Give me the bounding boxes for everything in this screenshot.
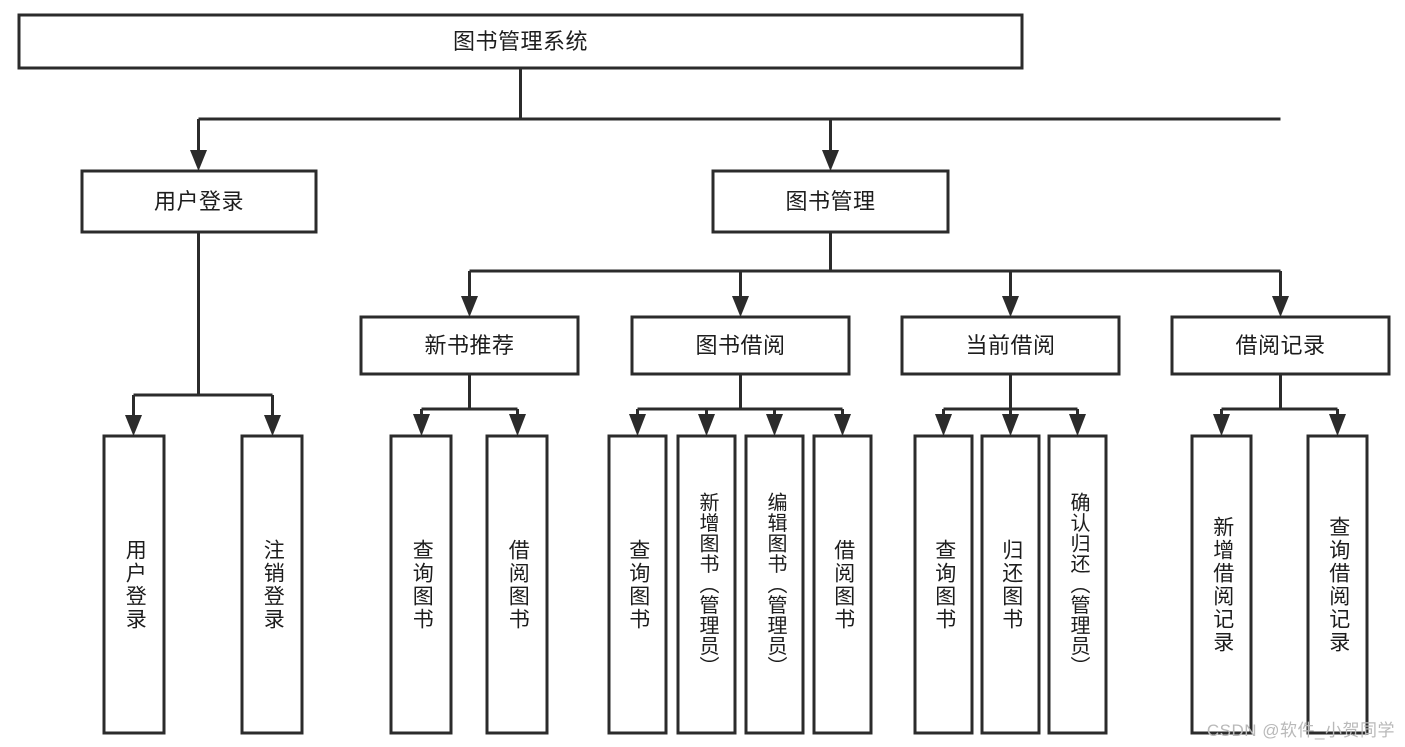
arrow-head-leaf-borrow-book-2 (834, 414, 851, 436)
arrow-head-book-management (822, 150, 839, 171)
node-box-leaf-return-book[interactable] (980, 434, 1041, 735)
node-box-leaf-query-book-3[interactable] (913, 434, 974, 735)
node-box-leaf-confirm-return[interactable] (1047, 434, 1108, 735)
node-box-borrow-record[interactable] (1170, 315, 1391, 376)
arrow-head-leaf-add-record (1213, 414, 1230, 436)
node-box-new-book-recommend[interactable] (359, 315, 580, 376)
connector-current-borrow-to-leaves (935, 374, 1086, 436)
connector-new-book-recommend-to-leaves (413, 374, 526, 436)
arrow-head-leaf-user-login (125, 415, 142, 436)
arrow-head-borrow-record (1272, 296, 1289, 317)
node-box-leaf-user-login[interactable] (102, 434, 166, 735)
arrow-head-leaf-confirm-return (1069, 414, 1086, 436)
connector-borrow-record-to-leaves (1213, 374, 1346, 436)
connector-root-to-level2 (190, 68, 1281, 171)
arrow-head-user-login (190, 150, 207, 171)
node-box-leaf-query-book-2[interactable] (607, 434, 668, 735)
node-box-leaf-edit-book[interactable] (744, 434, 805, 735)
connector-book-management-to-level3 (461, 232, 1289, 317)
node-box-book-management[interactable] (711, 169, 950, 234)
node-box-leaf-borrow-book-1[interactable] (485, 434, 549, 735)
node-box-book-borrow[interactable] (630, 315, 851, 376)
arrow-head-leaf-query-record (1329, 414, 1346, 436)
node-box-current-borrow[interactable] (900, 315, 1121, 376)
node-box-leaf-query-record[interactable] (1306, 434, 1369, 735)
arrow-head-current-borrow (1002, 296, 1019, 317)
arrow-head-leaf-user-logout (264, 415, 281, 436)
arrow-head-leaf-query-book-1 (413, 414, 430, 436)
node-box-leaf-query-book-1[interactable] (389, 434, 453, 735)
arrow-head-leaf-add-book (698, 414, 715, 436)
arrow-head-book-borrow (732, 296, 749, 317)
node-box-leaf-borrow-book-2[interactable] (812, 434, 873, 735)
connector-book-borrow-to-leaves (629, 374, 851, 436)
arrow-head-leaf-query-book-3 (935, 414, 952, 436)
node-box-root[interactable] (17, 13, 1024, 70)
arrow-head-new-book-recommend (461, 296, 478, 317)
arrow-head-leaf-return-book (1002, 414, 1019, 436)
node-box-leaf-add-book[interactable] (676, 434, 737, 735)
node-box-user-login[interactable] (80, 169, 318, 234)
node-box-leaf-user-logout[interactable] (240, 434, 304, 735)
node-box-leaf-add-record[interactable] (1190, 434, 1253, 735)
arrow-head-leaf-query-book-2 (629, 414, 646, 436)
arrow-head-leaf-edit-book (766, 414, 783, 436)
arrow-head-leaf-borrow-book-1 (509, 414, 526, 436)
connector-user-login-to-leaves (125, 232, 281, 436)
watermark-text: CSDN @软件_小贺同学 (1206, 721, 1395, 740)
